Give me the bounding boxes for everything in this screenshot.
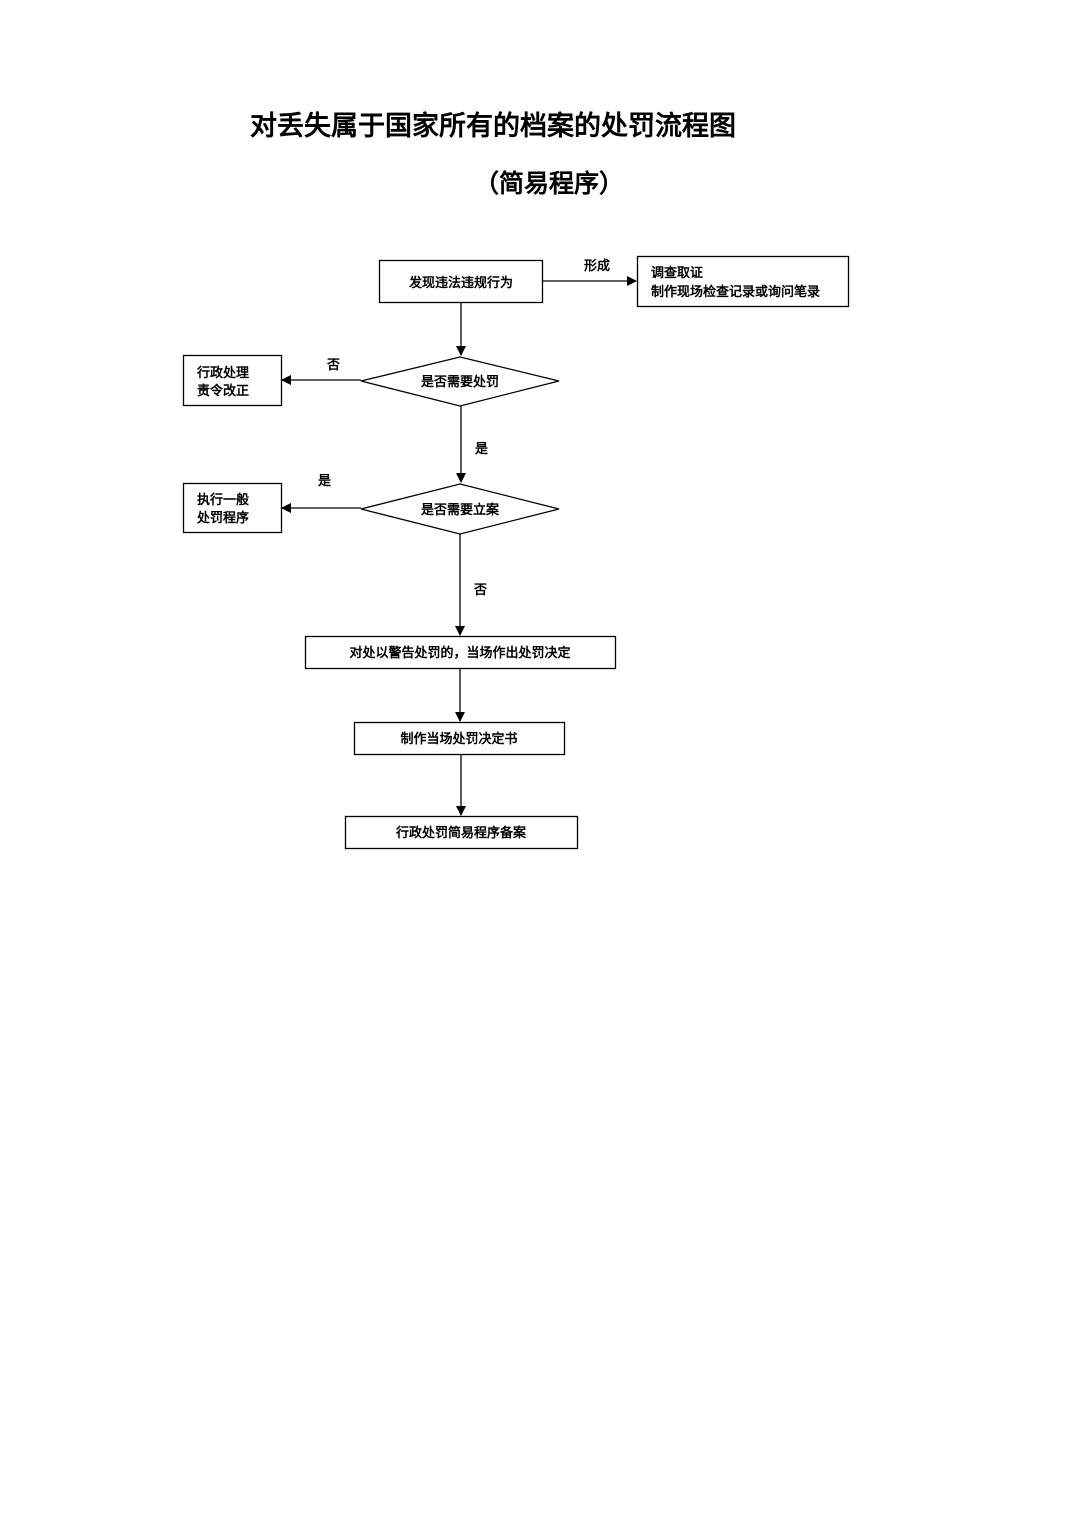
node-general-label-line2: 处罚程序 [196, 510, 249, 526]
node-investigate-label-line1: 调查取证 [651, 265, 703, 281]
node-make-decision-doc: 制作当场处罚决定书 [353, 721, 566, 756]
node-discover: 发现违法违规行为 [378, 259, 544, 304]
node-discover-label: 发现违法违规行为 [408, 275, 513, 291]
edge-label-no-1: 否 [326, 358, 340, 373]
node-warning-decision: 对处以警告处罚的，当场作出处罚决定 [304, 635, 617, 670]
node-file-record: 行政处罚简易程序备案 [344, 815, 579, 850]
node-general-procedure: 执行一般 处罚程序 [182, 482, 283, 534]
edge-label-no-2: 否 [473, 583, 487, 598]
edge-label-yes-2: 是 [317, 474, 332, 489]
edge-label-form: 形成 [584, 258, 610, 274]
node-admin-label-line1: 行政处理 [196, 365, 249, 381]
edge-label-yes-1: 是 [474, 442, 489, 457]
node-investigate-label-line2: 制作现场检查记录或询问笔录 [651, 284, 820, 300]
node-warning-decision-label: 对处以警告处罚的，当场作出处罚决定 [349, 645, 570, 661]
node-admin-label-line2: 责令改正 [197, 383, 249, 399]
decision-need-punish-label: 是否需要处罚 [420, 374, 499, 390]
page-title: 对丢失属于国家所有的档案的处罚流程图 [250, 111, 736, 142]
decision-need-case-label: 是否需要立案 [420, 502, 500, 518]
decision-need-case: 是否需要立案 [360, 483, 560, 535]
page-subtitle: （简易程序） [474, 169, 625, 198]
node-make-decision-doc-label: 制作当场处罚决定书 [400, 731, 517, 747]
node-general-label-line1: 执行一般 [197, 492, 249, 508]
node-file-record-label: 行政处罚简易程序备案 [395, 825, 527, 841]
decision-need-punish: 是否需要处罚 [360, 356, 560, 407]
node-investigate: 调查取证 制作现场检查记录或询问笔录 [636, 255, 850, 308]
node-admin-handling: 行政处理 责令改正 [182, 354, 283, 407]
